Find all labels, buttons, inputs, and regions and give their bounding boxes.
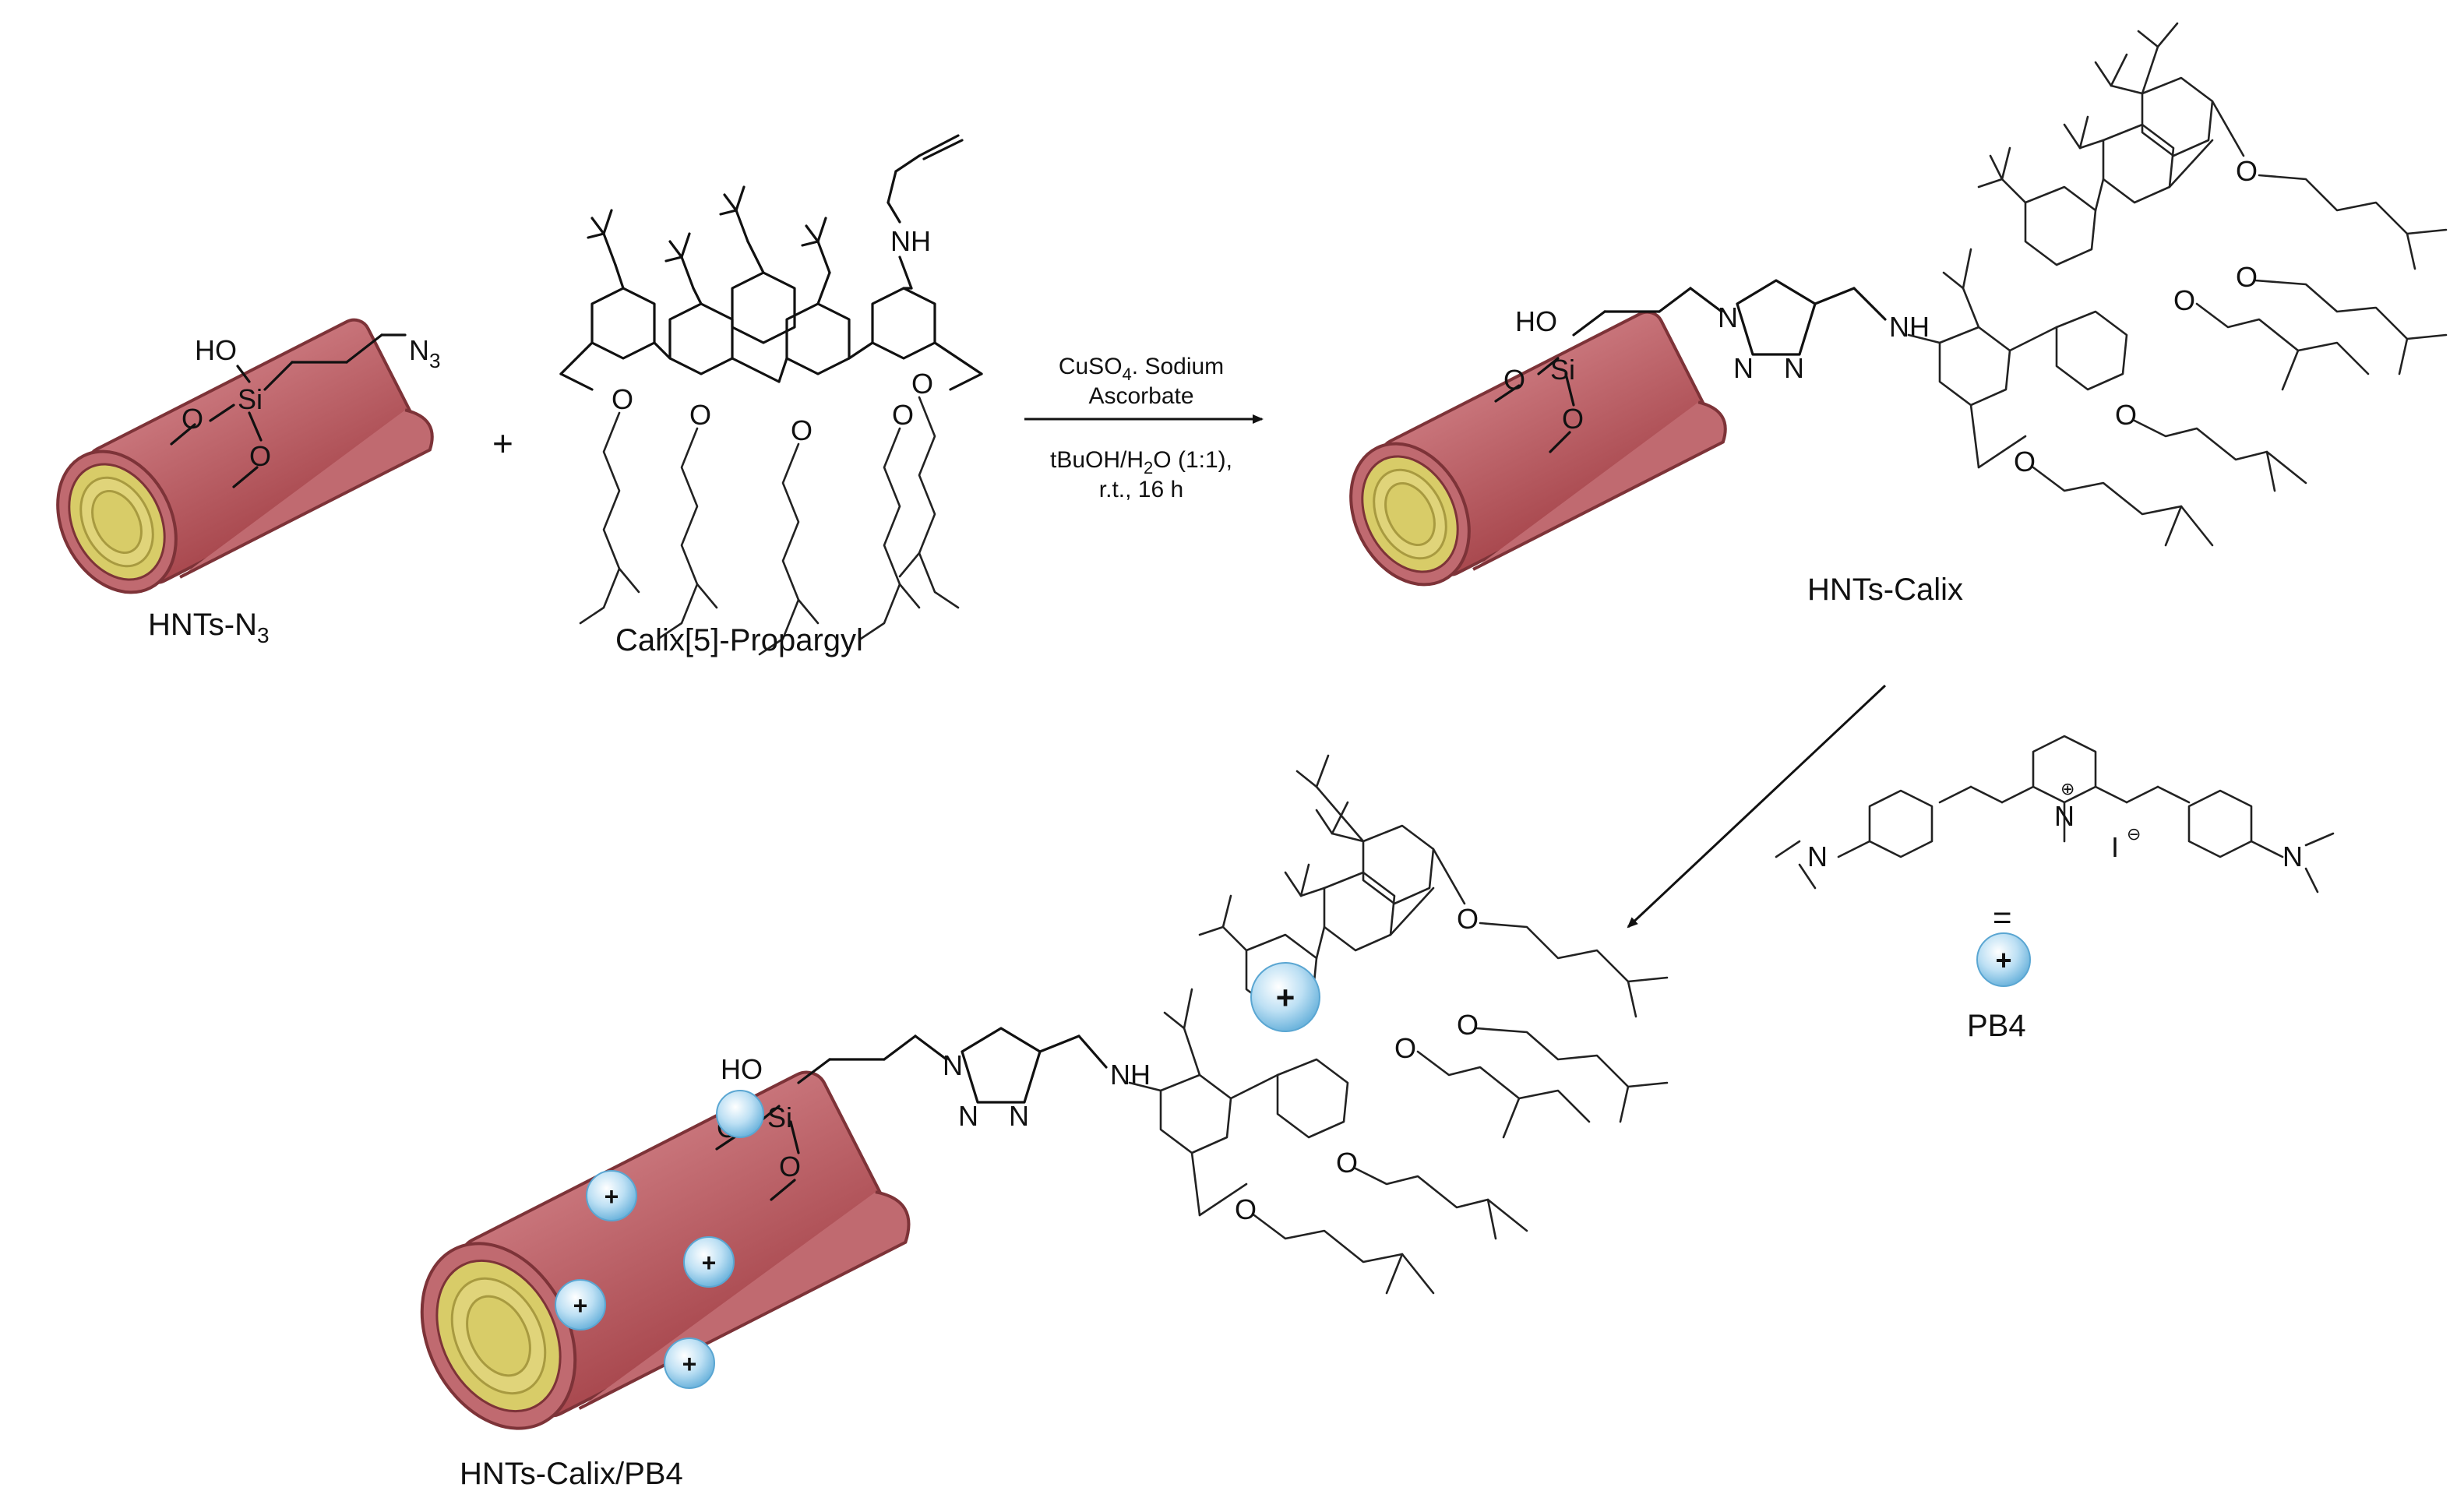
- pb4-bead: +: [683, 1236, 735, 1288]
- condition-catalyst: CuSO4. Sodium: [1059, 354, 1224, 384]
- halloysite-nanotube-1: [56, 318, 434, 594]
- o-label: O: [2115, 399, 2137, 431]
- condition-solvent: tBuOH/H2O (1:1),: [1050, 447, 1232, 478]
- pb4-bead-legend: +: [1976, 932, 2031, 987]
- svg-text:+: +: [573, 1292, 588, 1320]
- nh-label: NH: [1889, 311, 1930, 343]
- n-label: N: [1718, 301, 1738, 333]
- o-label: O: [2173, 284, 2195, 316]
- pb4-bead: [716, 1090, 764, 1138]
- o-label: O: [2014, 446, 2036, 478]
- n-label: N: [1733, 352, 1754, 384]
- o-label: O: [779, 1151, 801, 1182]
- halloysite-nanotube-2: [1349, 310, 1727, 587]
- n-label: N: [2054, 800, 2074, 832]
- si-label: Si: [1550, 354, 1575, 386]
- n-label: N: [1009, 1100, 1029, 1132]
- n-label: N: [958, 1100, 978, 1132]
- o-label: O: [1503, 364, 1525, 396]
- o-label: O: [1562, 403, 1584, 435]
- o-label: O: [1336, 1147, 1358, 1179]
- svg-text:+: +: [1276, 979, 1295, 1016]
- azide-label: N3: [409, 334, 440, 372]
- nh-label: NH: [890, 225, 931, 257]
- calix5-propargyl-structure: NH: [559, 134, 983, 656]
- svg-text:+: +: [702, 1249, 717, 1277]
- ho-label: HO: [195, 334, 237, 366]
- o-label: O: [2236, 155, 2258, 187]
- loading-arrow: [1627, 684, 1887, 929]
- svg-text:+: +: [605, 1182, 619, 1211]
- calixarene-structure-3: [1128, 754, 1669, 1295]
- o-label: O: [1457, 1009, 1479, 1041]
- bead-plus: +: [1995, 944, 2011, 976]
- pb4-bead: +: [1250, 962, 1320, 1032]
- n-label: N: [2282, 841, 2303, 872]
- silane-triazole-linker-3: [715, 1027, 1108, 1201]
- calix5-propargyl-caption: Calix[5]-Propargyl: [615, 623, 863, 657]
- o-label: O: [791, 414, 813, 446]
- o-label: O: [182, 403, 203, 435]
- ho-label: HO: [721, 1053, 763, 1085]
- o-label: O: [892, 399, 914, 431]
- o-label: O: [2236, 261, 2258, 293]
- o-label: O: [249, 440, 271, 472]
- nh-label: NH: [1110, 1059, 1151, 1091]
- hnts-n3-caption: HNTs-N3: [148, 608, 270, 647]
- o-label: O: [612, 383, 633, 415]
- condition-reductant: Ascorbate: [1088, 383, 1193, 409]
- o-label: O: [911, 368, 933, 400]
- o-label: O: [1235, 1193, 1257, 1225]
- silane-linker-1: [170, 333, 407, 488]
- si-label: Si: [767, 1101, 792, 1133]
- pb4-beads: + + + + +: [555, 962, 1320, 1389]
- hnts-calix-caption: HNTs-Calix: [1807, 573, 1963, 607]
- pb4-bead: +: [664, 1338, 715, 1389]
- o-label: O: [1394, 1032, 1416, 1064]
- pb4-bead: +: [586, 1170, 637, 1221]
- hnts-calix-pb4-caption: HNTs-Calix/PB4: [460, 1457, 683, 1491]
- pb4-caption: PB4: [1967, 1009, 2026, 1043]
- pb4-dye-structure: [1775, 735, 2335, 893]
- pb4-bead: +: [555, 1279, 606, 1330]
- silane-triazole-linker-2: [1494, 279, 1887, 453]
- condition-time: r.t., 16 h: [1099, 477, 1183, 502]
- o-label: O: [689, 399, 711, 431]
- svg-text:+: +: [682, 1350, 697, 1378]
- negative-charge-label: ⊖: [2127, 824, 2141, 844]
- ho-label: HO: [1515, 305, 1557, 337]
- o-label: O: [1457, 903, 1479, 935]
- n-label: N: [1807, 841, 1828, 872]
- plus-sign: +: [492, 423, 513, 463]
- positive-charge-label: ⊕: [2060, 779, 2074, 798]
- equals-sign: =: [1993, 899, 2012, 936]
- n-label: N: [943, 1049, 963, 1081]
- iodide-label: I: [2111, 831, 2119, 863]
- halloysite-nanotube-3: [420, 1070, 911, 1430]
- calixarene-structure-2: [1907, 22, 2448, 547]
- n-label: N: [1784, 352, 1804, 384]
- si-label: Si: [238, 383, 263, 415]
